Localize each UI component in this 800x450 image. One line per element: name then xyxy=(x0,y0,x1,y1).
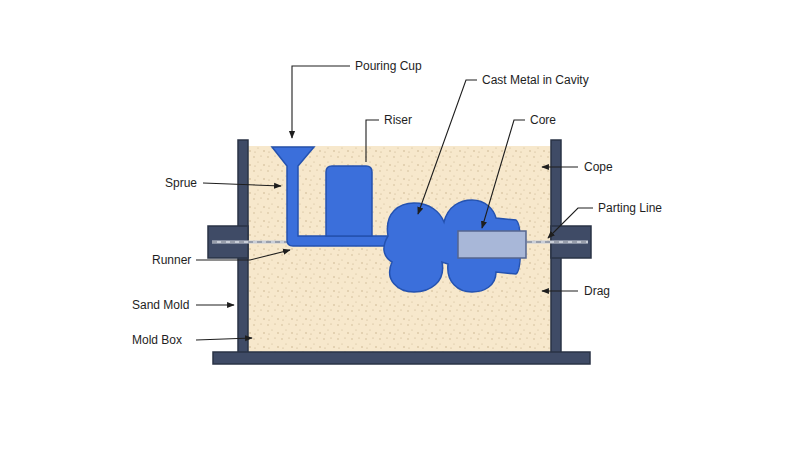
sprue-label: Sprue xyxy=(165,176,197,190)
core-label: Core xyxy=(530,113,556,127)
parting-line-label: Parting Line xyxy=(598,201,662,215)
mold-box xyxy=(208,140,591,364)
cope-label: Cope xyxy=(584,160,613,174)
cast-metal xyxy=(272,147,521,292)
sand-mold-label: Sand Mold xyxy=(132,298,189,312)
runner-label: Runner xyxy=(152,253,191,267)
riser-label: Riser xyxy=(384,113,412,127)
core xyxy=(458,231,526,258)
cavity-label: Cast Metal in Cavity xyxy=(482,73,589,87)
pouring-cup-label: Pouring Cup xyxy=(355,59,422,73)
mold-box-label: Mold Box xyxy=(132,333,182,347)
sand-mold xyxy=(248,146,551,352)
drag-label: Drag xyxy=(584,284,610,298)
leader-lines xyxy=(196,66,593,340)
sprue-runner xyxy=(272,147,392,246)
riser xyxy=(326,166,372,236)
